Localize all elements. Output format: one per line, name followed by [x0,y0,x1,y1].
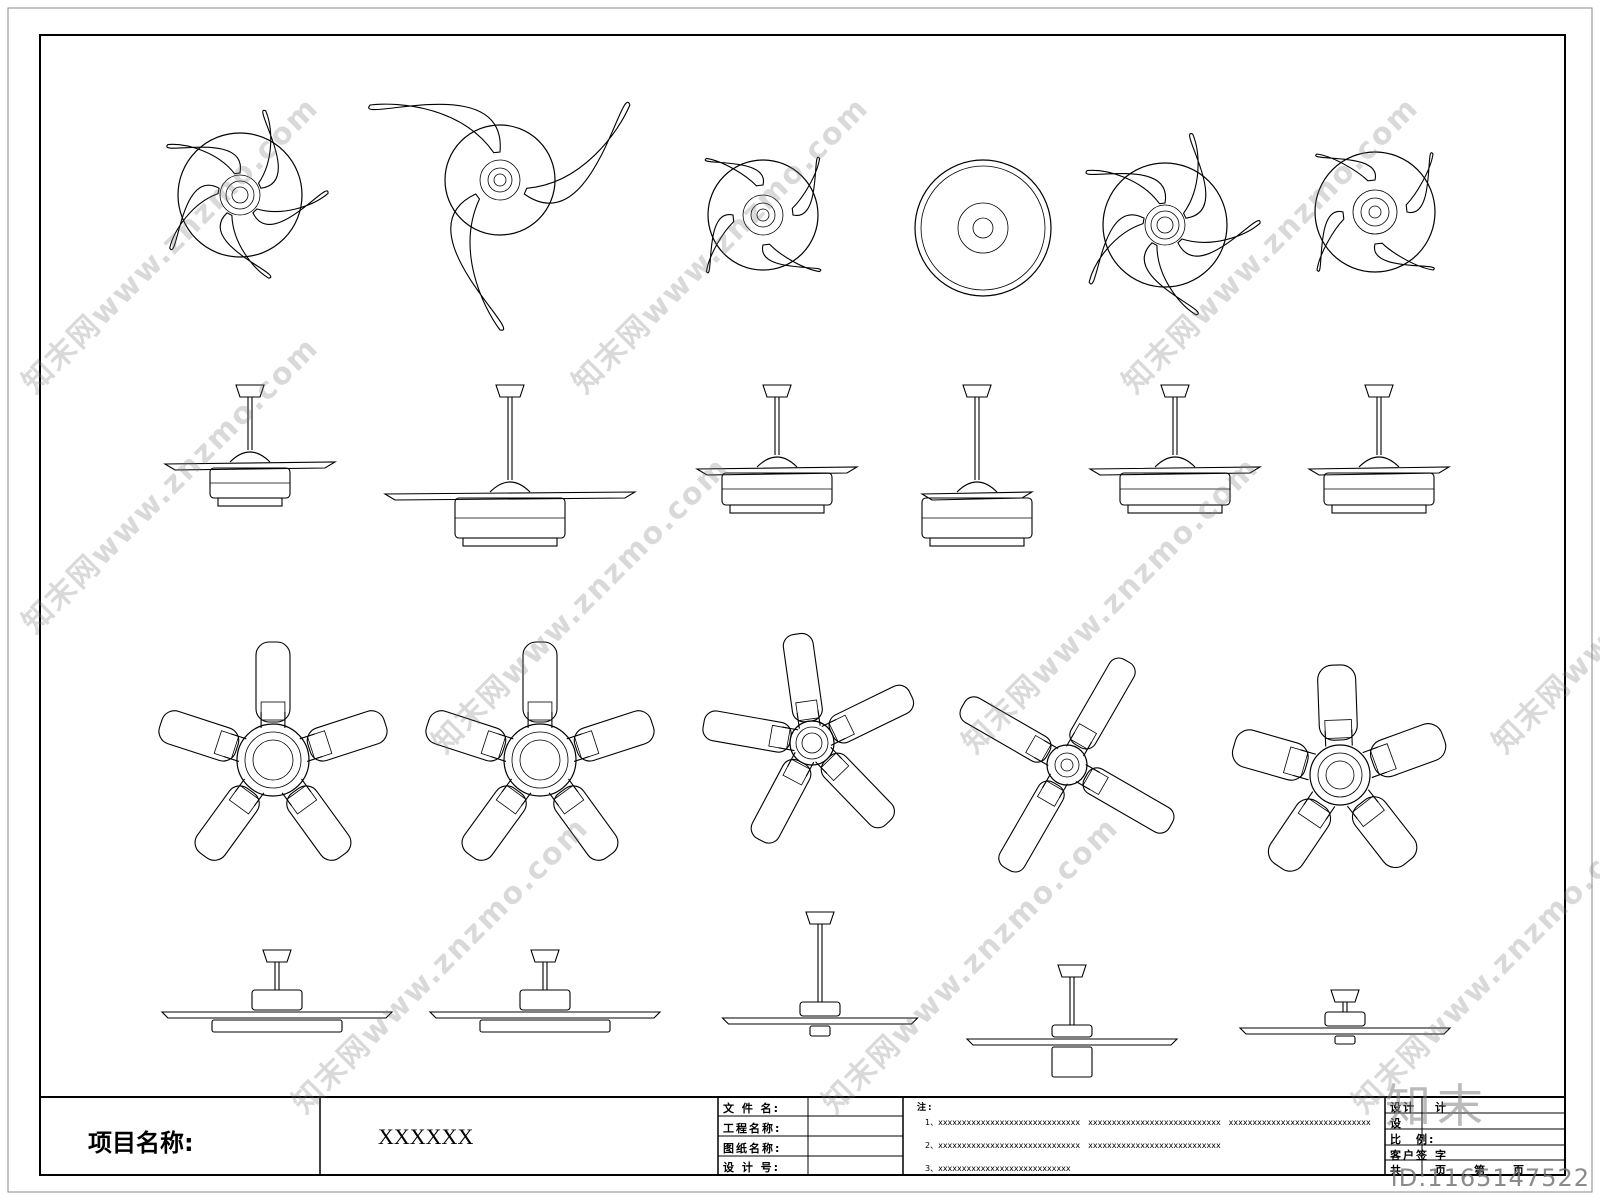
watermark-logo: 知末 [1385,1079,1489,1133]
five-leaf-fan-top-view [702,632,915,844]
fan-blade [959,696,1059,766]
fan-blade [257,109,279,189]
fan-blade [1182,133,1207,219]
inner-border [39,34,1566,1176]
fan-blade [762,243,822,273]
four-blade-curved-fan-top-view [1314,151,1436,273]
fan-blade [450,193,505,331]
project-name-value: XXXXXX [378,1124,474,1149]
fan-blade [461,778,532,861]
design-label: 设计 [1390,1101,1416,1114]
fan-blade [1075,764,1175,834]
fan-blade [548,778,619,861]
retractable-fan-elevation [163,384,338,507]
page-number-label: 页 第 页 [1435,1164,1526,1177]
fan-blade [1346,789,1418,869]
fan-blade [702,710,799,753]
fan-blade [566,710,655,762]
fan-blade [368,103,501,154]
five-blade-fan-elevation [428,949,662,1033]
fan-blade [1066,657,1136,757]
fan-blade [1177,220,1261,257]
fan-blade [1267,791,1336,872]
fan-blade [1085,169,1166,205]
fan-blade [1362,723,1447,779]
drawing-name-label: 图纸名称: [723,1142,782,1155]
fan-blade [1088,214,1145,285]
fan-blade [1316,211,1345,272]
fan-blade [255,641,291,728]
fan-blade [815,746,895,829]
five-blade-fan-top-view [1231,664,1447,872]
five-blade-curved-fan-top-view [1085,133,1261,316]
design-label-end: 计 [1435,1101,1448,1114]
fan-blade [791,156,821,216]
title-block [40,1096,1565,1175]
fan-blade [998,773,1068,873]
three-blade-fan-top-view [368,101,631,331]
fan-blade [166,143,241,175]
fan-blade [1317,664,1358,747]
retractable-fan-elevation [1307,384,1452,514]
fan-blade [704,157,764,187]
note-line: 3、xxxxxxxxxxxxxxxxxxxxxxxxxxxx [925,1164,1071,1173]
client-signature-label: 客户签 [1390,1149,1429,1162]
angled-blade-fan-elevation [1238,989,1452,1045]
retractable-fan-elevation [695,384,860,514]
fan-blade [169,184,220,251]
notes-label: 注: [917,1103,934,1113]
fan-blade [158,710,247,762]
file-name-label: 文 件 名: [723,1102,781,1115]
fan-blade [1405,152,1434,213]
fan-blade [522,641,558,728]
curved-fan-elevation [1088,384,1263,514]
five-blade-fan-top-view [158,641,388,861]
fan-drawings [158,101,1452,1078]
round-light-fan-top-view [914,159,1052,297]
note-line: 2、xxxxxxxxxxxxxxxxxxxxxxxxxxxxxx xxxxxxx… [925,1141,1221,1150]
design-number-label: 设 计 号: [723,1161,781,1174]
outer-border [7,7,1593,1193]
image-id-label: ID:1165147522 [1390,1164,1590,1192]
curved-blade-fan-top-view [166,109,329,279]
pendant-fan-elevation [721,911,919,1037]
signature-label-end: 字 [1435,1149,1448,1162]
fan-blade [194,778,265,861]
fan-blade [1374,242,1435,271]
five-blade-fan-top-view [425,641,655,861]
fan-blade [425,710,514,762]
round-light-fan-elevation [920,384,1035,547]
fan-blade [299,710,388,762]
fan-blade [1315,153,1376,182]
four-blade-fan-top-view [959,657,1175,873]
fan-blade [219,212,272,279]
fan-blade [523,101,631,204]
four-blade-retractable-fan-top-view [704,156,822,274]
scale-label: 比 例: [1390,1133,1436,1146]
fan-blade [705,214,735,274]
engineering-name-label: 工程名称: [723,1122,782,1135]
fan-blade [252,190,329,225]
three-blade-fan-elevation [383,384,638,547]
fan-blade [1231,729,1316,781]
fan-blade [281,778,352,861]
design-label-2: 设 [1390,1117,1403,1130]
cage-light-fan-elevation [965,964,1179,1078]
fan-blade [782,632,823,729]
note-line: 1、xxxxxxxxxxxxxxxxxxxxxxxxxxxxxx xxxxxxx… [925,1118,1371,1127]
fan-blade [821,684,915,746]
five-blade-fan-elevation [160,949,394,1033]
total-pages-label: 共 [1390,1164,1403,1177]
fan-blade [1143,242,1199,316]
project-name-label: 项目名称: [88,1129,194,1157]
